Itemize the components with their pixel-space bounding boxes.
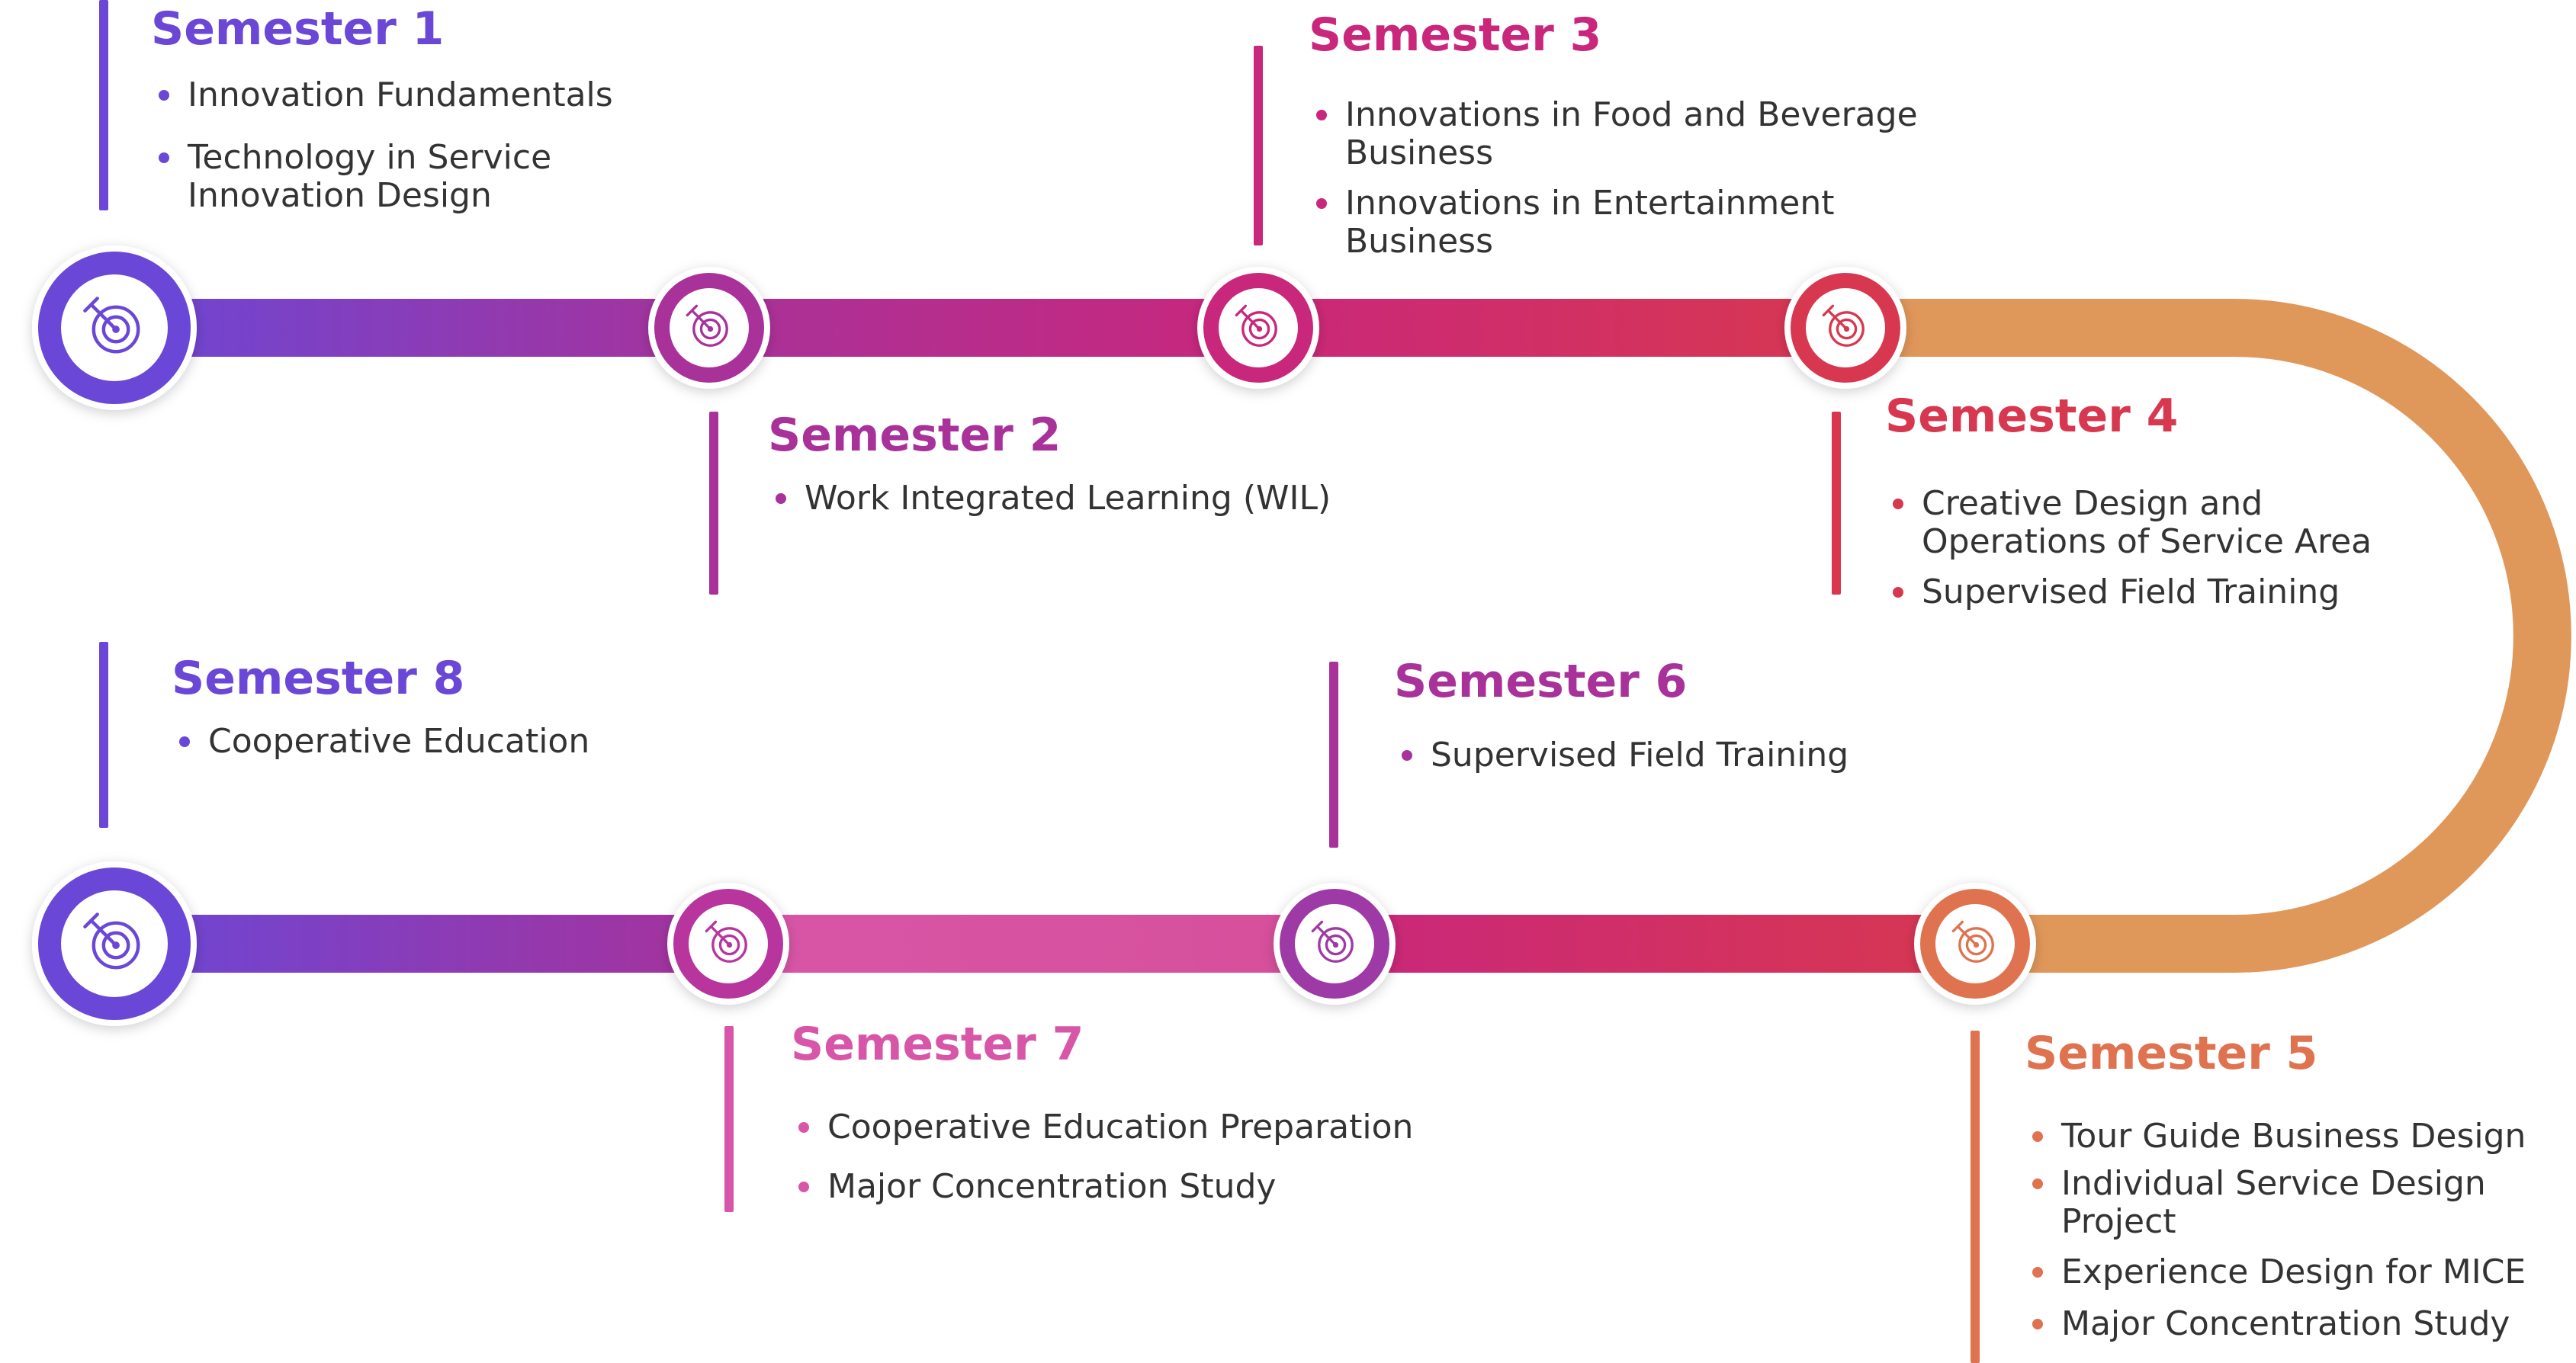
semester-3-title: Semester 3 xyxy=(1309,8,1602,62)
semester-7-block: Semester 7 Cooperative Education Prepara… xyxy=(791,1017,1413,1206)
target-arrow-icon xyxy=(686,304,728,347)
bullet-dot xyxy=(1893,587,1903,598)
course-item: Major Concentration Study xyxy=(2025,1305,2526,1343)
course-item: Major Concentration Study xyxy=(791,1168,1413,1206)
course-item: Creative Design and Operations of Servic… xyxy=(1885,485,2372,561)
course-item: Technology in Service Innovation Design xyxy=(151,139,613,215)
bullet-dot xyxy=(2032,1131,2043,1142)
semester-7-course-list: Cooperative Education Preparation Major … xyxy=(791,1108,1413,1206)
track-curve xyxy=(1845,299,2571,973)
course-title: Creative Design and Operations of Servic… xyxy=(1922,484,2372,561)
semester-1-block: Semester 1 Innovation Fundamentals Techn… xyxy=(151,2,613,215)
course-title: Innovation Fundamentals xyxy=(188,75,613,114)
target-arrow-icon xyxy=(1311,920,1354,963)
bullet-dot xyxy=(2032,1267,2043,1278)
course-title: Major Concentration Study xyxy=(827,1167,1277,1206)
course-title: Work Integrated Learning (WIL) xyxy=(805,479,1331,518)
course-item: Cooperative Education Preparation xyxy=(791,1108,1413,1147)
track-segment xyxy=(728,915,1338,973)
semester-8-block: Semester 8 Cooperative Education xyxy=(172,651,589,761)
semester-6-title: Semester 6 xyxy=(1394,655,1688,708)
semester-3-block: Semester 3 Innovations in Food and Bever… xyxy=(1309,8,1918,261)
semester-3-course-list: Innovations in Food and Beverage Busines… xyxy=(1309,96,1918,261)
track-segment xyxy=(114,915,732,973)
course-item: Experience Design for MICE xyxy=(2025,1253,2526,1291)
course-item: Innovations in Entertainment Business xyxy=(1309,184,1918,261)
bullet-dot xyxy=(1316,110,1327,120)
bullet-dot xyxy=(2032,1179,2043,1189)
bullet-dot xyxy=(1316,198,1327,209)
bullet-dot xyxy=(798,1182,809,1192)
connector-line-semester-5 xyxy=(1971,1031,1980,1363)
course-item: Supervised Field Training xyxy=(1885,573,2372,611)
course-title: Supervised Field Training xyxy=(1431,736,1849,775)
connector-line-semester-1 xyxy=(99,0,108,210)
course-title: Major Concentration Study xyxy=(2061,1304,2510,1343)
bullet-dot xyxy=(159,90,169,101)
course-item: Supervised Field Training xyxy=(1394,736,1848,775)
semester-2-block: Semester 2 Work Integrated Learning (WIL… xyxy=(768,408,1331,518)
bullet-dot xyxy=(776,493,786,504)
semester-1-title: Semester 1 xyxy=(151,2,445,56)
course-title: Technology in Service Innovation Design xyxy=(188,138,552,215)
course-item: Individual Service Design Project xyxy=(2025,1165,2526,1241)
semester-4-title: Semester 4 xyxy=(1885,390,2179,443)
semester-2-course-list: Work Integrated Learning (WIL) xyxy=(768,479,1331,518)
target-arrow-icon xyxy=(83,912,140,970)
semester-8-course-list: Cooperative Education xyxy=(172,723,589,761)
semester-6-block: Semester 6 Supervised Field Training xyxy=(1394,654,1848,775)
course-title: Experience Design for MICE xyxy=(2061,1252,2526,1291)
target-arrow-icon xyxy=(705,920,747,963)
semester-7-title: Semester 7 xyxy=(791,1018,1084,1071)
semester-5-title: Semester 5 xyxy=(2025,1027,2318,1080)
course-title: Tour Guide Business Design xyxy=(2061,1117,2526,1156)
course-title: Supervised Field Training xyxy=(1922,572,2340,611)
target-arrow-icon xyxy=(1951,920,1994,963)
connector-line-semester-3 xyxy=(1254,46,1263,245)
course-item: Work Integrated Learning (WIL) xyxy=(768,479,1331,518)
track-segment xyxy=(114,299,717,357)
course-title: Innovations in Food and Beverage Busines… xyxy=(1345,95,1918,172)
connector-line-semester-4 xyxy=(1832,412,1841,595)
course-title: Individual Service Design Project xyxy=(2061,1164,2486,1241)
semester-2-title: Semester 2 xyxy=(768,409,1062,462)
semester-1-course-list: Innovation Fundamentals Technology in Se… xyxy=(151,76,613,215)
course-item: Innovation Fundamentals xyxy=(151,76,613,114)
track-segment xyxy=(1335,915,1990,973)
semester-5-course-list: Tour Guide Business Design Individual Se… xyxy=(2025,1118,2526,1343)
target-arrow-icon xyxy=(1822,304,1865,347)
semester-5-block: Semester 5 Tour Guide Business Design In… xyxy=(2025,1026,2526,1343)
bullet-dot xyxy=(2032,1319,2043,1329)
connector-line-semester-7 xyxy=(724,1026,734,1212)
bullet-dot xyxy=(798,1122,809,1133)
bullet-dot xyxy=(179,736,190,747)
semester-6-course-list: Supervised Field Training xyxy=(1394,736,1848,775)
course-title: Cooperative Education xyxy=(208,722,590,761)
track-segment xyxy=(1258,299,1853,357)
semester-8-title: Semester 8 xyxy=(172,652,465,705)
semester-4-block: Semester 4 Creative Design and Operation… xyxy=(1885,389,2372,611)
bullet-dot xyxy=(1402,750,1412,761)
course-title: Innovations in Entertainment Business xyxy=(1345,184,1835,261)
connector-line-semester-6 xyxy=(1329,662,1338,848)
course-item: Cooperative Education xyxy=(172,723,589,761)
course-item: Tour Guide Business Design xyxy=(2025,1118,2526,1156)
bullet-dot xyxy=(159,152,169,163)
track-segment xyxy=(709,299,1266,357)
semester-4-course-list: Creative Design and Operations of Servic… xyxy=(1885,485,2372,611)
course-item: Innovations in Food and Beverage Busines… xyxy=(1309,96,1918,172)
course-title: Cooperative Education Preparation xyxy=(827,1108,1414,1147)
connector-line-semester-2 xyxy=(709,412,718,595)
target-arrow-icon xyxy=(83,297,140,354)
target-arrow-icon xyxy=(1235,304,1277,347)
connector-line-semester-8 xyxy=(99,642,108,828)
bullet-dot xyxy=(1893,499,1903,509)
